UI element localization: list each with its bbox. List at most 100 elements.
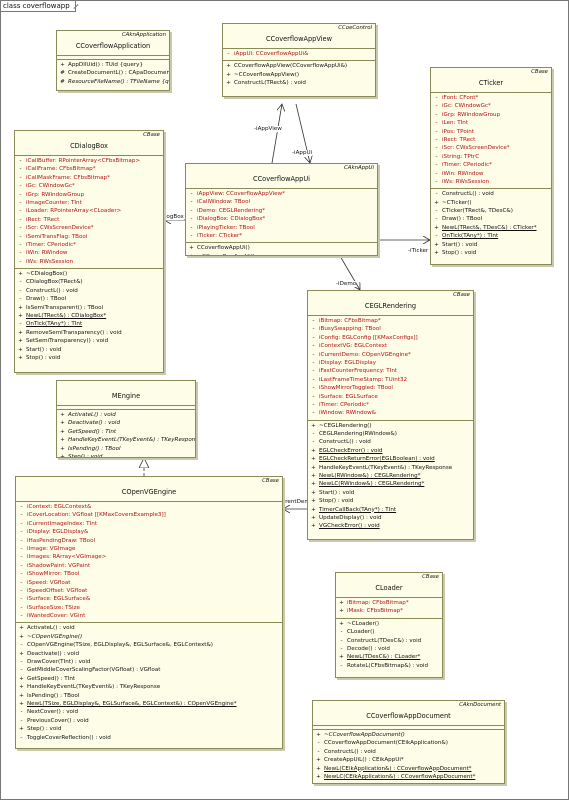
operation-row[interactable]: -ConstructL() : void xyxy=(431,190,551,198)
attribute-row[interactable]: -iLastFrameTimeStamp: TUint32 xyxy=(308,376,473,384)
operation-row[interactable]: +NewL(TRect&) : CDialogBox* xyxy=(15,312,163,320)
attribute-row[interactable]: -iSemiTransFlag: TBool xyxy=(15,233,163,241)
operation-row[interactable]: +HandleKeyEventL(TKeyEvent&) : TKeyRespo… xyxy=(308,464,473,472)
attribute-row[interactable]: -iTimer: CPeriodic* xyxy=(308,401,473,409)
attribute-row[interactable]: -iImageCounter: TInt xyxy=(15,199,163,207)
operation-row[interactable]: -ConstructL() : void xyxy=(313,748,504,756)
attribute-row[interactable]: -iBusySwapping: TBool xyxy=(308,325,473,333)
operation-row[interactable]: +HandleKeyEventL(TKeyEvent&) : TKeyRespo… xyxy=(57,436,195,444)
operation-row[interactable]: +HandleKeyEventL(TKeyEvent&) : TKeyRespo… xyxy=(16,683,282,691)
attribute-row[interactable]: -iRect: TRect xyxy=(15,216,163,224)
attribute-row[interactable]: -iCurrentDemo: COpenVGEngine* xyxy=(308,351,473,359)
operation-row[interactable]: +SetSemiTransparency() : void xyxy=(15,337,163,345)
operation-row[interactable]: +Start() : void xyxy=(308,489,473,497)
attribute-row[interactable]: -iCallWindow: TBool xyxy=(186,198,377,206)
operation-row[interactable]: +NewL(TSize, EGLDisplay&, EGLSurface&, E… xyxy=(16,700,282,708)
attribute-row[interactable]: -iWs: RWsSession xyxy=(431,178,551,186)
attribute-row[interactable]: -iAppUi: CCoverflowAppUi& xyxy=(223,50,375,58)
attribute-row[interactable]: -iShadowPaint: VGPaint xyxy=(16,562,282,570)
attribute-row[interactable]: -iCurrentImageIndex: TInt xyxy=(16,520,282,528)
attribute-row[interactable]: -iHasPendingDraw: TBool xyxy=(16,537,282,545)
operation-row[interactable]: +TimerCallBack(TAny*) : TInt xyxy=(308,506,473,514)
interface-mengine[interactable]: MEngine+ActivateL() : void+Deactivate() … xyxy=(56,380,196,458)
attribute-row[interactable]: -iContext: EGLContext& xyxy=(16,503,282,511)
attribute-row[interactable]: -iCallBuffer: RPointerArray<CFbsBitmap> xyxy=(15,157,163,165)
attribute-row[interactable]: -iImages: RArray<VGImage> xyxy=(16,553,282,561)
operation-row[interactable]: +NewLC(RWindow&) : CEGLRendering* xyxy=(308,480,473,488)
operation-row[interactable]: +ConstructL(TRect&) : void xyxy=(223,79,375,87)
attribute-row[interactable]: -iGc: CWindowGc* xyxy=(15,182,163,190)
operation-row[interactable]: -Decode() : void xyxy=(336,645,442,653)
attribute-row[interactable]: -iShowMirrorToggled: TBool xyxy=(308,384,473,392)
operation-row[interactable]: +~CTicker() xyxy=(431,199,551,207)
operation-row[interactable]: +EGLCheckError() : void xyxy=(308,447,473,455)
operation-row[interactable]: +Stop() : void xyxy=(431,249,551,257)
attribute-row[interactable]: -iAppView: CCoverflowAppView* xyxy=(186,190,377,198)
operation-row[interactable]: +Start() : void xyxy=(15,346,163,354)
attribute-row[interactable]: -iTimer: CPeriodic* xyxy=(431,161,551,169)
attribute-row[interactable]: -iLen: TInt xyxy=(431,119,551,127)
operation-row[interactable]: +Deactivate() : void xyxy=(57,419,195,427)
attribute-row[interactable]: +iBitmap: CFbsBitmap* xyxy=(336,599,442,607)
attribute-row[interactable]: -iWin: RWindow xyxy=(15,249,163,257)
attribute-row[interactable]: -iCoverLocation: VGfloat [[KMaxCoversExa… xyxy=(16,511,282,519)
operation-row[interactable]: +~CCoverflowAppUi() xyxy=(186,253,377,255)
operation-row[interactable]: -ConstructL() : void xyxy=(15,287,163,295)
operation-row[interactable]: +CCoverflowAppUi() xyxy=(186,244,377,252)
attribute-row[interactable]: -iTicker: CTicker* xyxy=(186,232,377,240)
operation-row[interactable]: +IsPending() : TBool xyxy=(57,445,195,453)
operation-row[interactable]: -NextCover() : void xyxy=(16,708,282,716)
attribute-row[interactable]: -iCallMaskFrame: CFbsBitmap* xyxy=(15,174,163,182)
attribute-row[interactable]: -iCallFrame: CFbsBitmap* xyxy=(15,165,163,173)
operation-row[interactable]: +Step() : void xyxy=(16,725,282,733)
attribute-row[interactable]: -iPos: TPoint xyxy=(431,128,551,136)
operation-row[interactable]: +ActivateL() : void xyxy=(16,624,282,632)
operation-row[interactable]: +~COpenVGEngine() xyxy=(16,633,282,641)
attribute-row[interactable]: -iDemo: CEGLRendering* xyxy=(186,207,377,215)
attribute-row[interactable]: -iWantedCover: VGint xyxy=(16,612,282,620)
operation-row[interactable]: +EGLCheckReturnError(EGLBoolean) : void xyxy=(308,455,473,463)
attribute-row[interactable]: -iDisplay: EGLDisplay& xyxy=(16,528,282,536)
attribute-row[interactable]: -iGrp: RWindowGroup xyxy=(15,191,163,199)
operation-row[interactable]: -CLoader() xyxy=(336,628,442,636)
operation-row[interactable]: +~CCoverflowAppDocument() xyxy=(313,731,504,739)
operation-row[interactable]: -GetMiddleCoverScalingFactor(VGfloat) : … xyxy=(16,666,282,674)
operation-row[interactable]: +~CDialogBox() xyxy=(15,270,163,278)
attribute-row[interactable]: -iImage: VGImage xyxy=(16,545,282,553)
attribute-row[interactable]: -iWindow: RWindow& xyxy=(308,409,473,417)
operation-row[interactable]: +Deactivate() : void xyxy=(16,650,282,658)
attribute-row[interactable]: -iShowMirror: TBool xyxy=(16,570,282,578)
attribute-row[interactable]: -iString: TPtrC xyxy=(431,153,551,161)
attribute-row[interactable]: -iFont: CFont* xyxy=(431,94,551,102)
attribute-row[interactable]: +iMask: CFbsBitmap* xyxy=(336,607,442,615)
operation-row[interactable]: +~CEGLRendering() xyxy=(308,422,473,430)
operation-row[interactable]: -RotateL(CFbsBitmap&) : void xyxy=(336,662,442,670)
attribute-row[interactable]: -iSurface: EGLSurface xyxy=(308,393,473,401)
operation-row[interactable]: -OnTick(TAny*) : TInt xyxy=(431,232,551,240)
operation-row[interactable]: -CTicker(TRect&, TDesC&) xyxy=(431,207,551,215)
attribute-row[interactable]: -iGc: CWindowGc* xyxy=(431,102,551,110)
operation-row[interactable]: +RemoveSemiTransparency() : void xyxy=(15,329,163,337)
operation-row[interactable]: +CCoverflowAppView(CCoverflowAppUi&) xyxy=(223,62,375,70)
attribute-row[interactable]: -iFastCounterFrequency: TInt xyxy=(308,367,473,375)
operation-row[interactable]: +NewL(TRect&, TDesC&) : CTicker* xyxy=(431,224,551,232)
attribute-row[interactable]: -iSpeedOffset: VGfloat xyxy=(16,587,282,595)
operation-row[interactable]: +UpdateDisplay() : void xyxy=(308,514,473,522)
attribute-row[interactable]: -iLoader: RPointerArray<CLoader> xyxy=(15,207,163,215)
operation-row[interactable]: +NewL(RWindow&) : CEGLRendering* xyxy=(308,472,473,480)
operation-row[interactable]: +Stop() : void xyxy=(308,497,473,505)
operation-row[interactable]: -CDialogBox(TRect&) xyxy=(15,278,163,286)
attribute-row[interactable]: -iScr: CWsScreenDevice* xyxy=(431,144,551,152)
attribute-row[interactable]: -iBitmap: CFbsBitmap* xyxy=(308,317,473,325)
operation-row[interactable]: -Draw() : TBool xyxy=(431,215,551,223)
operation-row[interactable]: +NewL(CEikApplication&) : CCoverflowAppD… xyxy=(313,765,504,773)
operation-row[interactable]: -OnTick(TAny*) : TInt xyxy=(15,320,163,328)
